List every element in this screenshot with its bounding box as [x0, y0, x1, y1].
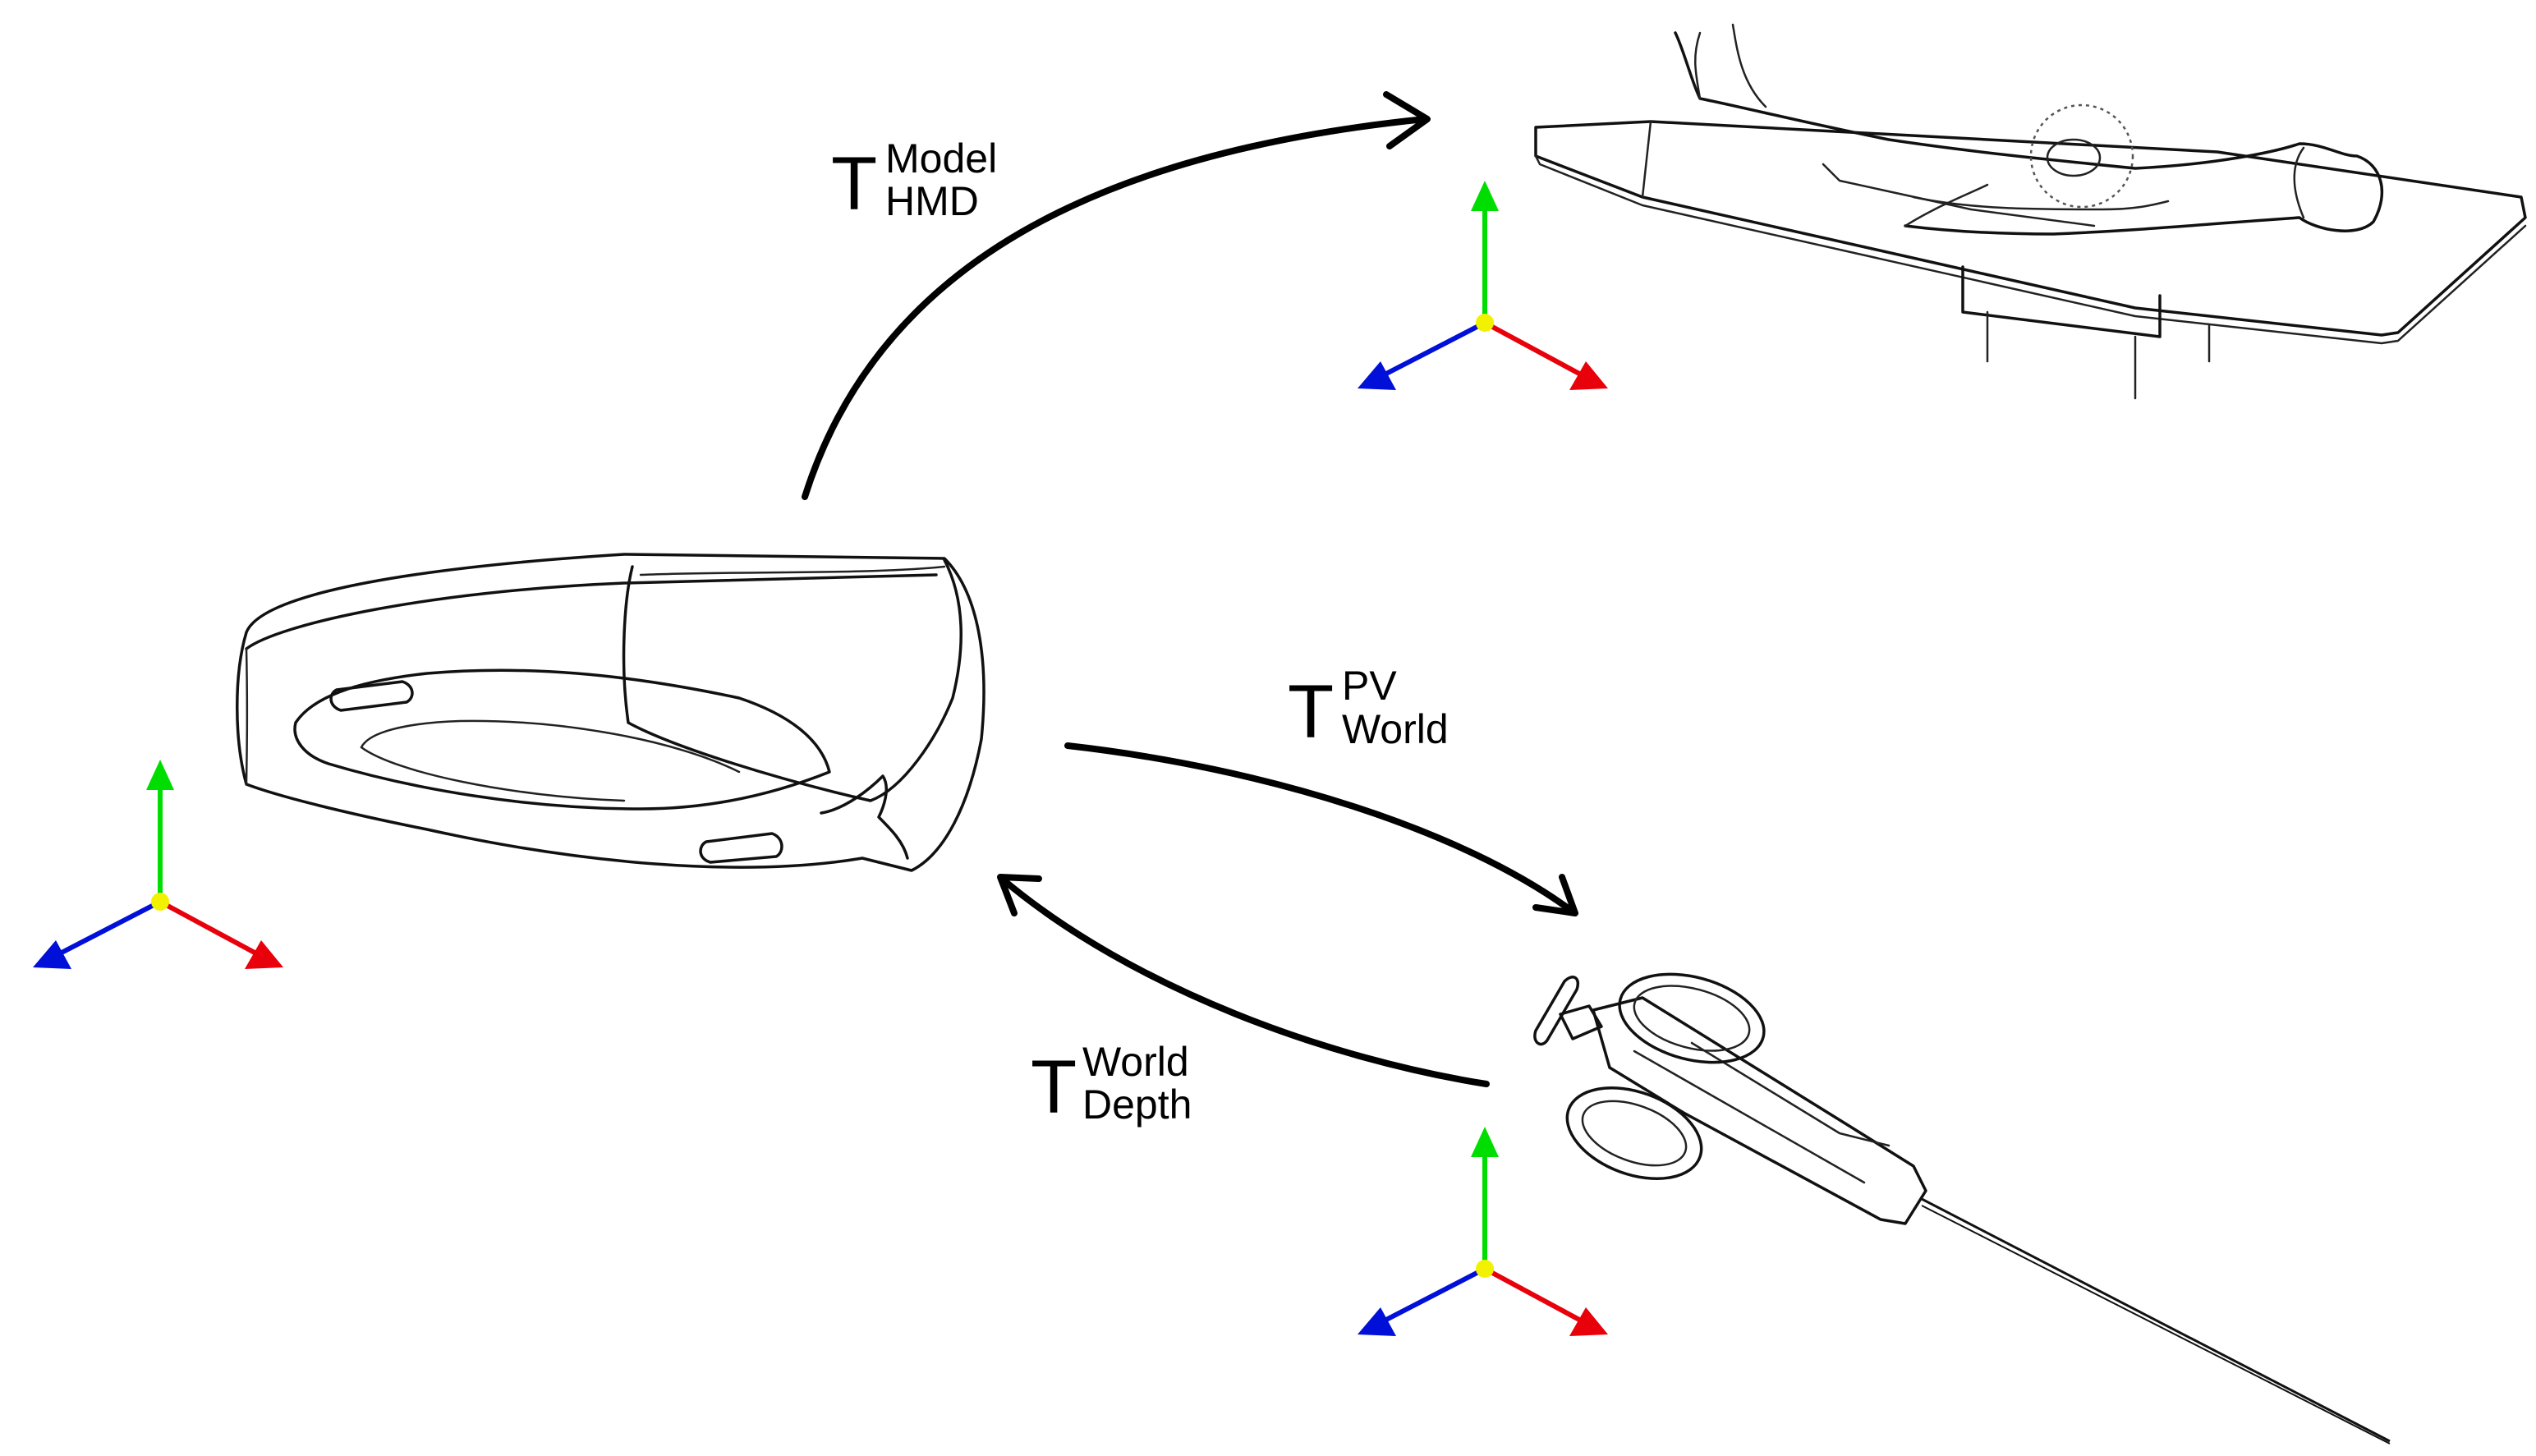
label-world-depth-symbol: T — [1031, 1045, 1077, 1129]
hmd-x-axis — [158, 899, 256, 955]
label-model-hmd-symbol: T — [831, 142, 877, 226]
label-pv-world-sup: PV — [1342, 663, 1397, 709]
hmd-headset-icon — [236, 553, 985, 872]
instrument-z-arrowhead — [1358, 1307, 1396, 1336]
arrow-world-depth — [997, 874, 1490, 1087]
label-world-depth: T World Depth — [1031, 1039, 1192, 1129]
target-organ-region — [2029, 103, 2134, 209]
label-model-hmd-sub: HMD — [885, 178, 979, 224]
instrument-y-arrowhead — [1471, 1127, 1499, 1157]
label-pv-world: T PV World — [1288, 663, 1449, 754]
hmd-z-axis — [60, 899, 162, 955]
label-pv-world-sub: World — [1342, 706, 1449, 752]
instrument-x-arrowhead — [1569, 1307, 1608, 1336]
label-model-hmd: T Model HMD — [831, 135, 997, 226]
instrument-coordinate-frame — [1358, 1127, 1608, 1336]
label-pv-world-symbol: T — [1288, 670, 1334, 754]
model-x-arrowhead — [1569, 361, 1608, 390]
model-z-axis — [1385, 320, 1486, 376]
model-coordinate-frame — [1358, 181, 1608, 390]
hmd-x-arrowhead — [245, 940, 283, 969]
arrow-pv-world — [1064, 742, 1578, 916]
hmd-y-arrowhead — [146, 760, 174, 790]
hmd-z-arrowhead — [33, 940, 71, 969]
biopsy-needle-icon — [1533, 972, 2391, 1445]
model-y-arrowhead — [1471, 181, 1499, 211]
label-world-depth-sub: Depth — [1082, 1082, 1192, 1128]
instrument-z-axis — [1385, 1266, 1486, 1322]
model-origin — [1476, 314, 1494, 332]
label-model-hmd-sup: Model — [885, 135, 997, 181]
model-z-arrowhead — [1358, 361, 1396, 390]
hmd-coordinate-frame — [33, 760, 283, 969]
model-x-axis — [1483, 320, 1581, 376]
hmd-origin — [151, 893, 169, 911]
label-world-depth-sup: World — [1082, 1039, 1189, 1085]
patient-on-table-icon — [1534, 23, 2527, 400]
instrument-origin — [1476, 1260, 1494, 1278]
instrument-x-axis — [1483, 1266, 1581, 1322]
arrow-model-hmd — [802, 91, 1431, 500]
